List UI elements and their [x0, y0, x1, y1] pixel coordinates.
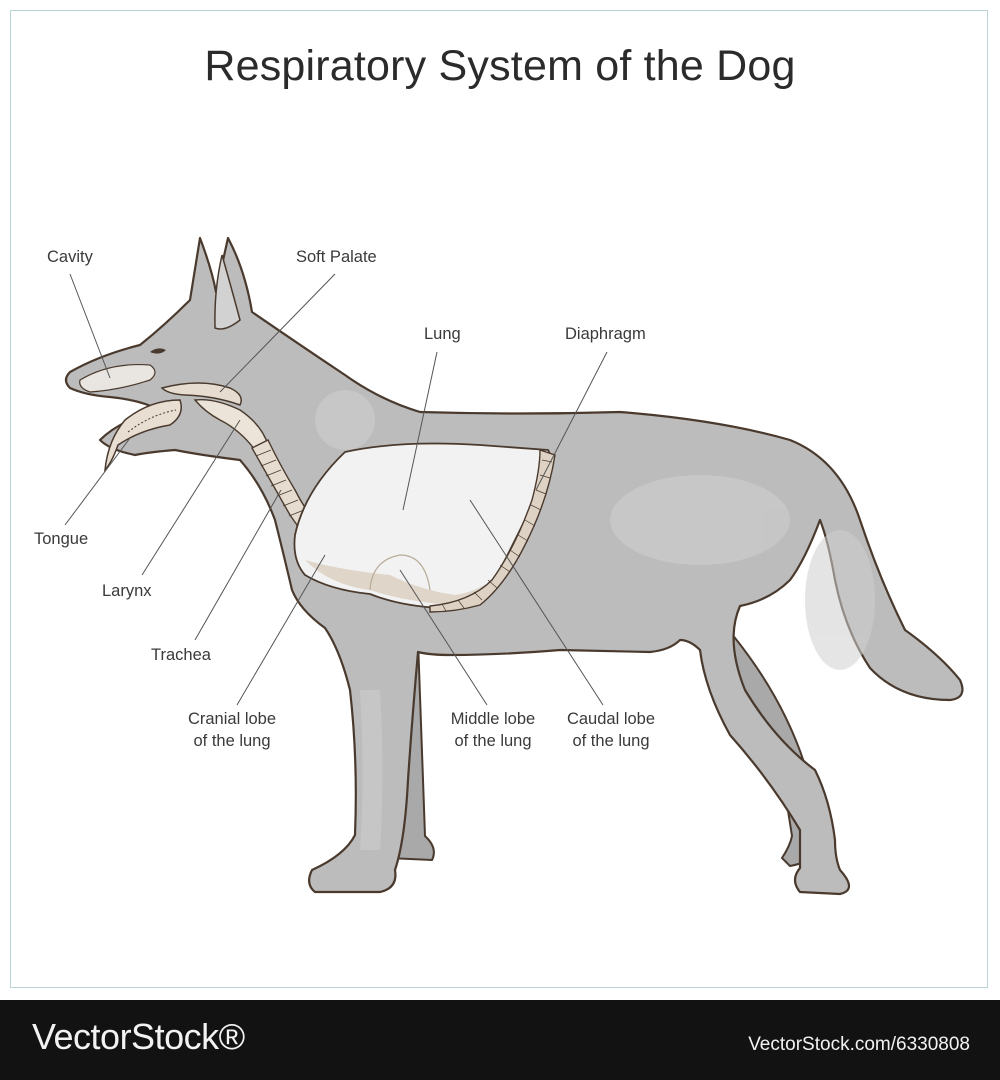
- image-url: VectorStock.com/6330808: [748, 1034, 970, 1055]
- leader-diaphragm: [535, 351, 608, 491]
- leader-cranial: [236, 554, 326, 706]
- diaphragm-hatching: [441, 459, 553, 612]
- dog-body: [64, 236, 964, 896]
- leader-lung: [402, 351, 438, 511]
- lung-inner-shadow: [305, 560, 510, 604]
- soft-palate-shape: [160, 382, 242, 406]
- label-caudal-lobe: Caudal lobe of the lung: [567, 708, 655, 752]
- eye: [150, 348, 166, 354]
- leader-larynx: [141, 419, 241, 576]
- leader-tongue: [64, 437, 131, 526]
- diaphragm-shape: [429, 449, 556, 613]
- label-cavity: Cavity: [47, 248, 93, 266]
- leader-cavity: [69, 273, 111, 379]
- label-middle-lobe: Middle lobe of the lung: [451, 708, 535, 752]
- label-cranial-lobe-line2: of the lung: [193, 732, 271, 750]
- label-trachea: Trachea: [151, 646, 211, 664]
- label-soft-palate: Soft Palate: [296, 248, 377, 266]
- trachea-rings: [255, 449, 312, 527]
- tongue-shape: [104, 399, 182, 473]
- leader-lines: [64, 273, 608, 706]
- lung-lobe-division: [369, 554, 431, 591]
- nasal-cavity: [79, 363, 156, 393]
- label-cranial-lobe-line1: Cranial lobe: [187, 710, 277, 728]
- teeth: [127, 409, 177, 433]
- label-caudal-lobe-line2: of the lung: [572, 732, 650, 750]
- label-larynx: Larynx: [102, 582, 152, 600]
- label-middle-lobe-line1: Middle lobe: [450, 710, 536, 728]
- body-shading: [315, 390, 875, 850]
- dog-illustration: [64, 236, 964, 896]
- leader-trachea: [194, 489, 282, 641]
- brand-logo: VectorStock®: [32, 1016, 245, 1057]
- label-caudal-lobe-line1: Caudal lobe: [566, 710, 656, 728]
- watermark-footer: VectorStock® VectorStock.com/6330808: [0, 1000, 1000, 1080]
- ear-inner: [214, 254, 241, 330]
- label-diaphragm: Diaphragm: [565, 325, 646, 343]
- label-lung: Lung: [424, 325, 461, 343]
- leader-soft-palate: [219, 273, 336, 393]
- label-middle-lobe-line2: of the lung: [454, 732, 532, 750]
- leader-middle: [399, 569, 488, 706]
- leader-caudal: [469, 499, 604, 706]
- label-cranial-lobe: Cranial lobe of the lung: [188, 708, 276, 752]
- label-tongue: Tongue: [34, 530, 89, 548]
- diagram-title: Respiratory System of the Dog: [204, 42, 796, 90]
